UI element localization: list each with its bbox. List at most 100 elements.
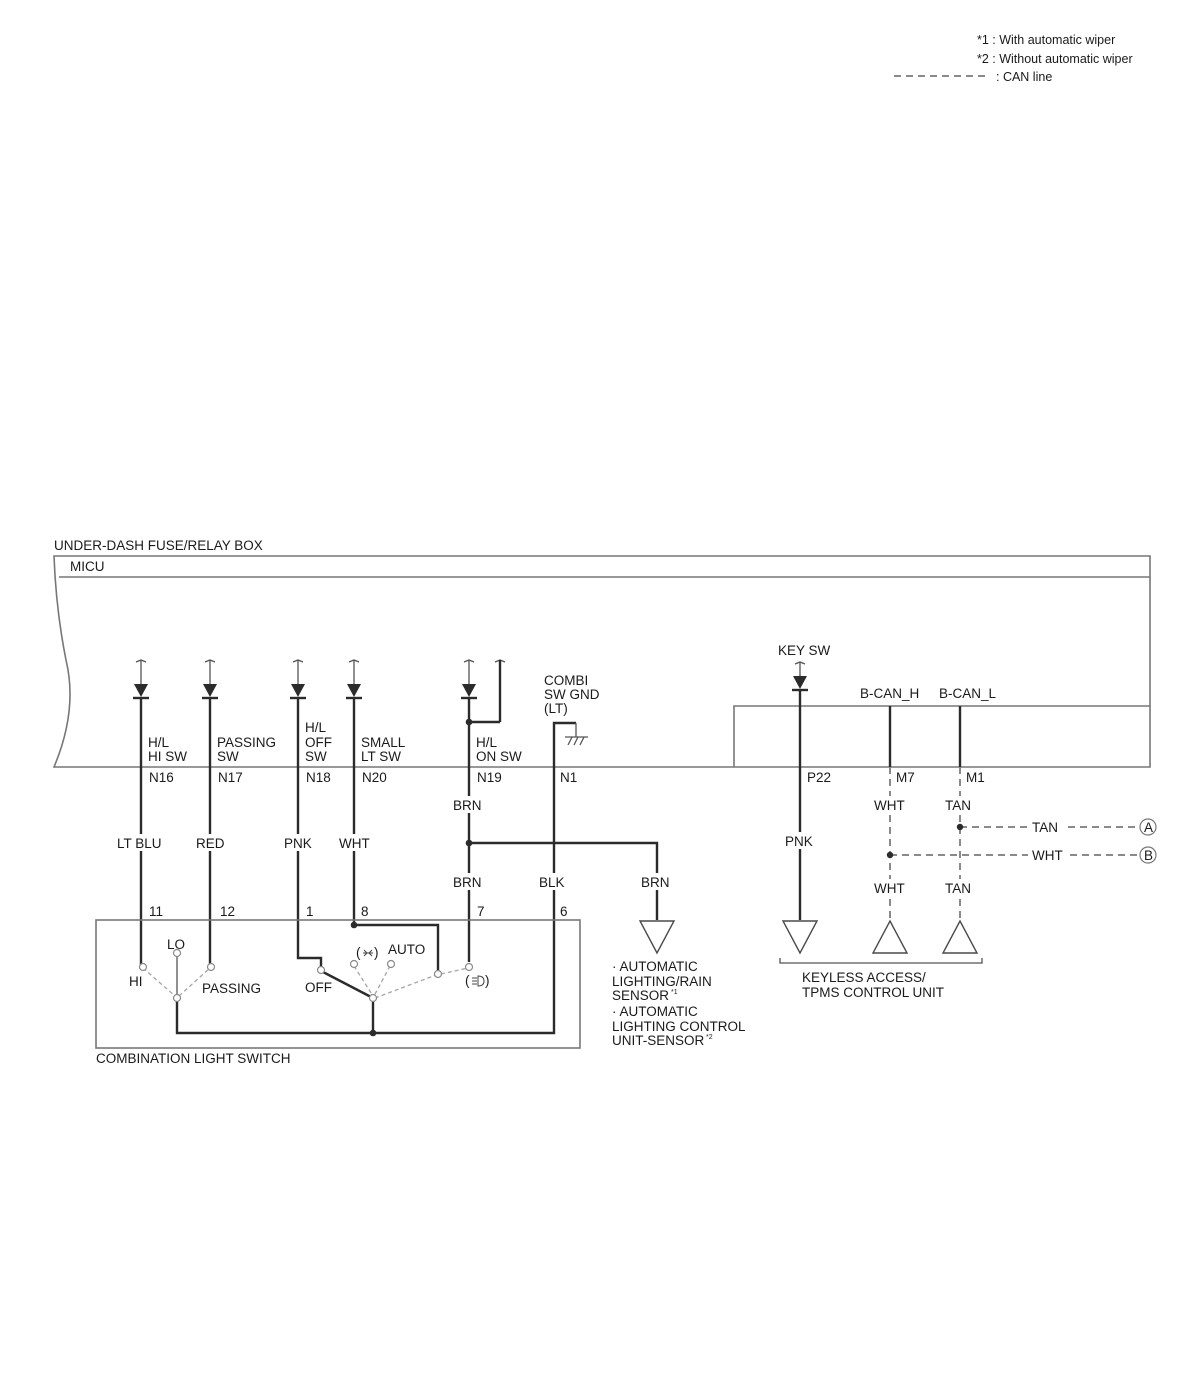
svg-text:(: ( [356,945,361,960]
switch-auto-label: AUTO [388,942,425,957]
sensor-connector-arrow [638,920,676,955]
connector-a [1139,818,1157,836]
terminal-n20: N20 [362,770,387,785]
key-sw-arrow [781,920,819,955]
diode-p22 [793,676,807,689]
diode-n16 [134,684,148,697]
diode-n19 [462,684,476,697]
keyless-section: KEY SW B-CAN_H B-CAN_L P22 M7 M1 PNK WHT… [778,643,1157,1000]
connector-a-label: A [1144,820,1153,835]
can-l-wire-tan: TAN [945,798,971,813]
small-lights-icon: ( ) [356,945,379,960]
can-h-wire-wht: WHT [874,798,905,813]
sensor-branch: BRN · AUTOMATIC LIGHTING/RAIN SENSOR *1 … [612,873,746,1048]
wire-color-brn-upper: BRN [453,798,482,813]
key-wire-pnk: PNK [785,834,813,849]
junction-hl-on [465,718,473,726]
svg-text:): ) [485,973,490,988]
diode-n20 [347,684,361,697]
sensor-item2-sup: *2 [706,1034,713,1041]
micu-label: MICU [70,559,105,574]
pin-1: 1 [306,904,314,919]
label-combi-3: (LT) [544,701,568,716]
keyless-unit-line1: KEYLESS ACCESS/ [802,970,926,985]
can-l-arrow [941,919,979,954]
terminal-n18: N18 [306,770,331,785]
switch-passing-label: PASSING [202,981,261,996]
fuse-box-title: UNDER-DASH FUSE/RELAY BOX [54,538,263,553]
legend: *1 : With automatic wiper *2 : Without a… [894,33,1133,84]
switch-off-label: OFF [305,980,332,995]
junction-ground [369,1029,377,1037]
svg-text:(: ( [465,973,470,988]
legend-note-1: *1 : With automatic wiper [977,33,1115,47]
terminal-auto [386,959,396,969]
terminal-n19: N19 [477,770,502,785]
diode-n17 [203,684,217,697]
diodes [133,684,477,700]
wire-pnk-switch [296,698,323,968]
terminal-passing [206,962,216,972]
dimmer-common [172,993,182,1003]
terminal-lo [172,948,182,958]
tan-branch-label: TAN [1032,820,1058,835]
sensor-item2-l3: UNIT-SENSOR [612,1033,705,1048]
label-passing-1: PASSING [217,735,276,750]
sensor-item1-sup: *1 [671,989,678,996]
can-h-label: B-CAN_H [860,686,919,701]
sensor-item1-l1: · AUTOMATIC [612,959,698,974]
rotary-common [368,993,378,1003]
label-hl-on-1: H/L [476,735,498,750]
wire-color-wht: WHT [339,836,370,851]
terminal-small [349,959,359,969]
legend-note-2: *2 : Without automatic wiper [977,52,1133,66]
wht-branch-label: WHT [1032,848,1063,863]
terminal-off [316,965,326,975]
wire-brn-sensor [469,841,659,920]
terminal-n17: N17 [218,770,243,785]
terminal-m1: M1 [966,770,985,785]
keyless-unit-bracket [779,958,983,964]
wire-blk-ground [175,721,576,1035]
terminal-n16: N16 [149,770,174,785]
micu-can-section [733,705,1150,767]
wire-color-brn: BRN [453,875,482,890]
wire-wht-switch [352,698,440,972]
headlight-icon: ( ) [465,973,490,988]
can-l-wire-tan-lower: TAN [945,881,971,896]
pin-7: 7 [477,904,485,919]
label-hl-off-2: OFF [305,735,332,750]
connector-b [1139,846,1157,864]
label-hl-off-1: H/L [305,720,327,735]
wire-color-blk: BLK [539,875,565,890]
label-combi-2: SW GND [544,687,600,702]
junction-brn [465,839,473,847]
label-small-lt-2: LT SW [361,749,401,764]
pin-8: 8 [361,904,369,919]
label-small-lt-1: SMALL [361,735,406,750]
wire-color-red: RED [196,836,225,851]
wire-color-pnk: PNK [284,836,312,851]
fuse-relay-box: UNDER-DASH FUSE/RELAY BOX MICU [52,538,1151,768]
wire-color-lt-blu: LT BLU [117,836,162,851]
sensor-wire-brn: BRN [641,875,670,890]
ground-symbol [565,723,588,746]
wire-hl-on-loop [467,698,500,724]
label-hl-hi-2: HI SW [148,749,187,764]
can-l-label: B-CAN_L [939,686,997,701]
can-h-arrow [871,919,909,954]
switch-hi-label: HI [129,974,143,989]
connector-b-label: B [1144,848,1153,863]
terminal-hi [138,962,148,972]
switch-lo-label: LO [167,937,185,952]
sensor-item2-l2: LIGHTING CONTROL [612,1019,746,1034]
rotary-blade [322,970,374,1000]
terminal-on-a [433,969,443,979]
fuse-box-outline [52,555,1151,768]
sensor-item1-l2: LIGHTING/RAIN [612,974,712,989]
svg-text:): ) [374,945,379,960]
can-h-wire-wht-lower: WHT [874,881,905,896]
pin-6: 6 [560,904,568,919]
label-hl-on-2: ON SW [476,749,522,764]
